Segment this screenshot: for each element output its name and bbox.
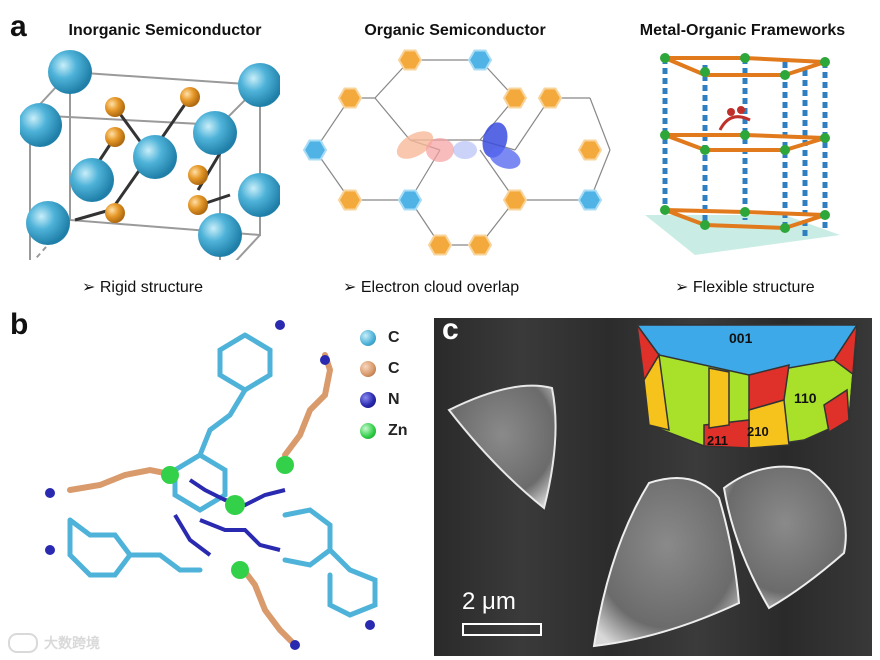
legend-label: C xyxy=(388,328,400,346)
bullet-arrow-icon: ➢ xyxy=(82,279,96,296)
bullet-arrow-icon: ➢ xyxy=(675,279,689,296)
legend-dot-c-blue xyxy=(360,329,376,346)
bullet-rigid-structure: ➢ Rigid structure xyxy=(82,277,203,297)
hexagon-molecule xyxy=(337,189,363,211)
column-title-inorganic: Inorganic Semiconductor xyxy=(68,22,262,39)
panel-a-letter: a xyxy=(10,10,27,43)
electron-orbital-lobe xyxy=(426,138,454,162)
facet-label-001: 001 xyxy=(729,330,753,346)
panel-c-letter: c xyxy=(442,313,459,346)
hexagon-molecule xyxy=(302,139,328,161)
lattice-bond xyxy=(374,97,411,141)
hexagon-molecule xyxy=(577,189,603,211)
lattice-bond xyxy=(589,97,611,151)
bullet-electron-cloud: ➢ Electron cloud overlap xyxy=(343,277,519,297)
mof-illustration xyxy=(645,53,840,255)
crystal-facet-model xyxy=(635,322,859,449)
legend-item: N xyxy=(360,384,430,415)
watermark-text: 大数跨境 xyxy=(44,635,100,651)
facet-label-210: 210 xyxy=(747,424,769,439)
electron-orbital-lobe xyxy=(489,147,521,169)
facet-label-110: 110 xyxy=(794,390,817,406)
hexagon-molecule xyxy=(397,189,423,211)
legend-label: N xyxy=(388,390,400,408)
cubic-small-atoms xyxy=(105,87,208,223)
hexagon-molecule xyxy=(397,49,423,71)
legend-item: C xyxy=(360,353,430,384)
panel-b-letter: b xyxy=(10,308,29,341)
electron-orbital-lobe xyxy=(396,131,434,159)
legend-dot-zn xyxy=(360,422,376,439)
hexagon-molecule xyxy=(502,189,528,211)
legend-item: Zn xyxy=(360,415,430,446)
hexagon-molecule xyxy=(427,234,453,256)
legend-label: C xyxy=(388,359,400,377)
bullet-text: Flexible structure xyxy=(692,279,815,296)
bullet-text: Rigid structure xyxy=(99,279,204,296)
inorganic-crystal-illustration xyxy=(20,50,280,260)
legend-dot-n xyxy=(360,391,376,408)
atom-legend: C C N Zn xyxy=(360,322,430,446)
bullet-flexible-structure: ➢ Flexible structure xyxy=(675,277,815,297)
hexagon-molecule xyxy=(537,87,563,109)
sem-image: 001 110 210 211 2 μm xyxy=(434,318,872,656)
hexagon-molecule xyxy=(502,87,528,109)
facet-label-211: 211 xyxy=(707,433,728,448)
column-title-organic: Organic Semiconductor xyxy=(364,22,546,39)
hexagon-molecule xyxy=(467,49,493,71)
hexagon-molecule xyxy=(337,87,363,109)
bullet-text: Electron cloud overlap xyxy=(360,279,520,296)
scale-bar-label: 2 μm xyxy=(462,588,516,615)
bullet-arrow-icon: ➢ xyxy=(343,279,357,296)
watermark: 大数跨境 xyxy=(8,633,100,653)
electron-orbital-lobe xyxy=(453,141,477,159)
sem-crystals xyxy=(447,384,847,648)
legend-item: C xyxy=(360,322,430,353)
column-title-mof: Metal-Organic Frameworks xyxy=(639,22,846,39)
watermark-logo-icon xyxy=(8,633,38,653)
zn-molecular-structure xyxy=(45,320,378,650)
organic-hex-lattice xyxy=(302,49,611,256)
hexagon-molecule xyxy=(467,234,493,256)
hexagon-molecule xyxy=(577,139,603,161)
legend-dot-c-orange xyxy=(360,360,376,377)
legend-label: Zn xyxy=(388,421,408,439)
cubic-large-atoms xyxy=(20,50,280,257)
scale-bar xyxy=(462,623,542,636)
